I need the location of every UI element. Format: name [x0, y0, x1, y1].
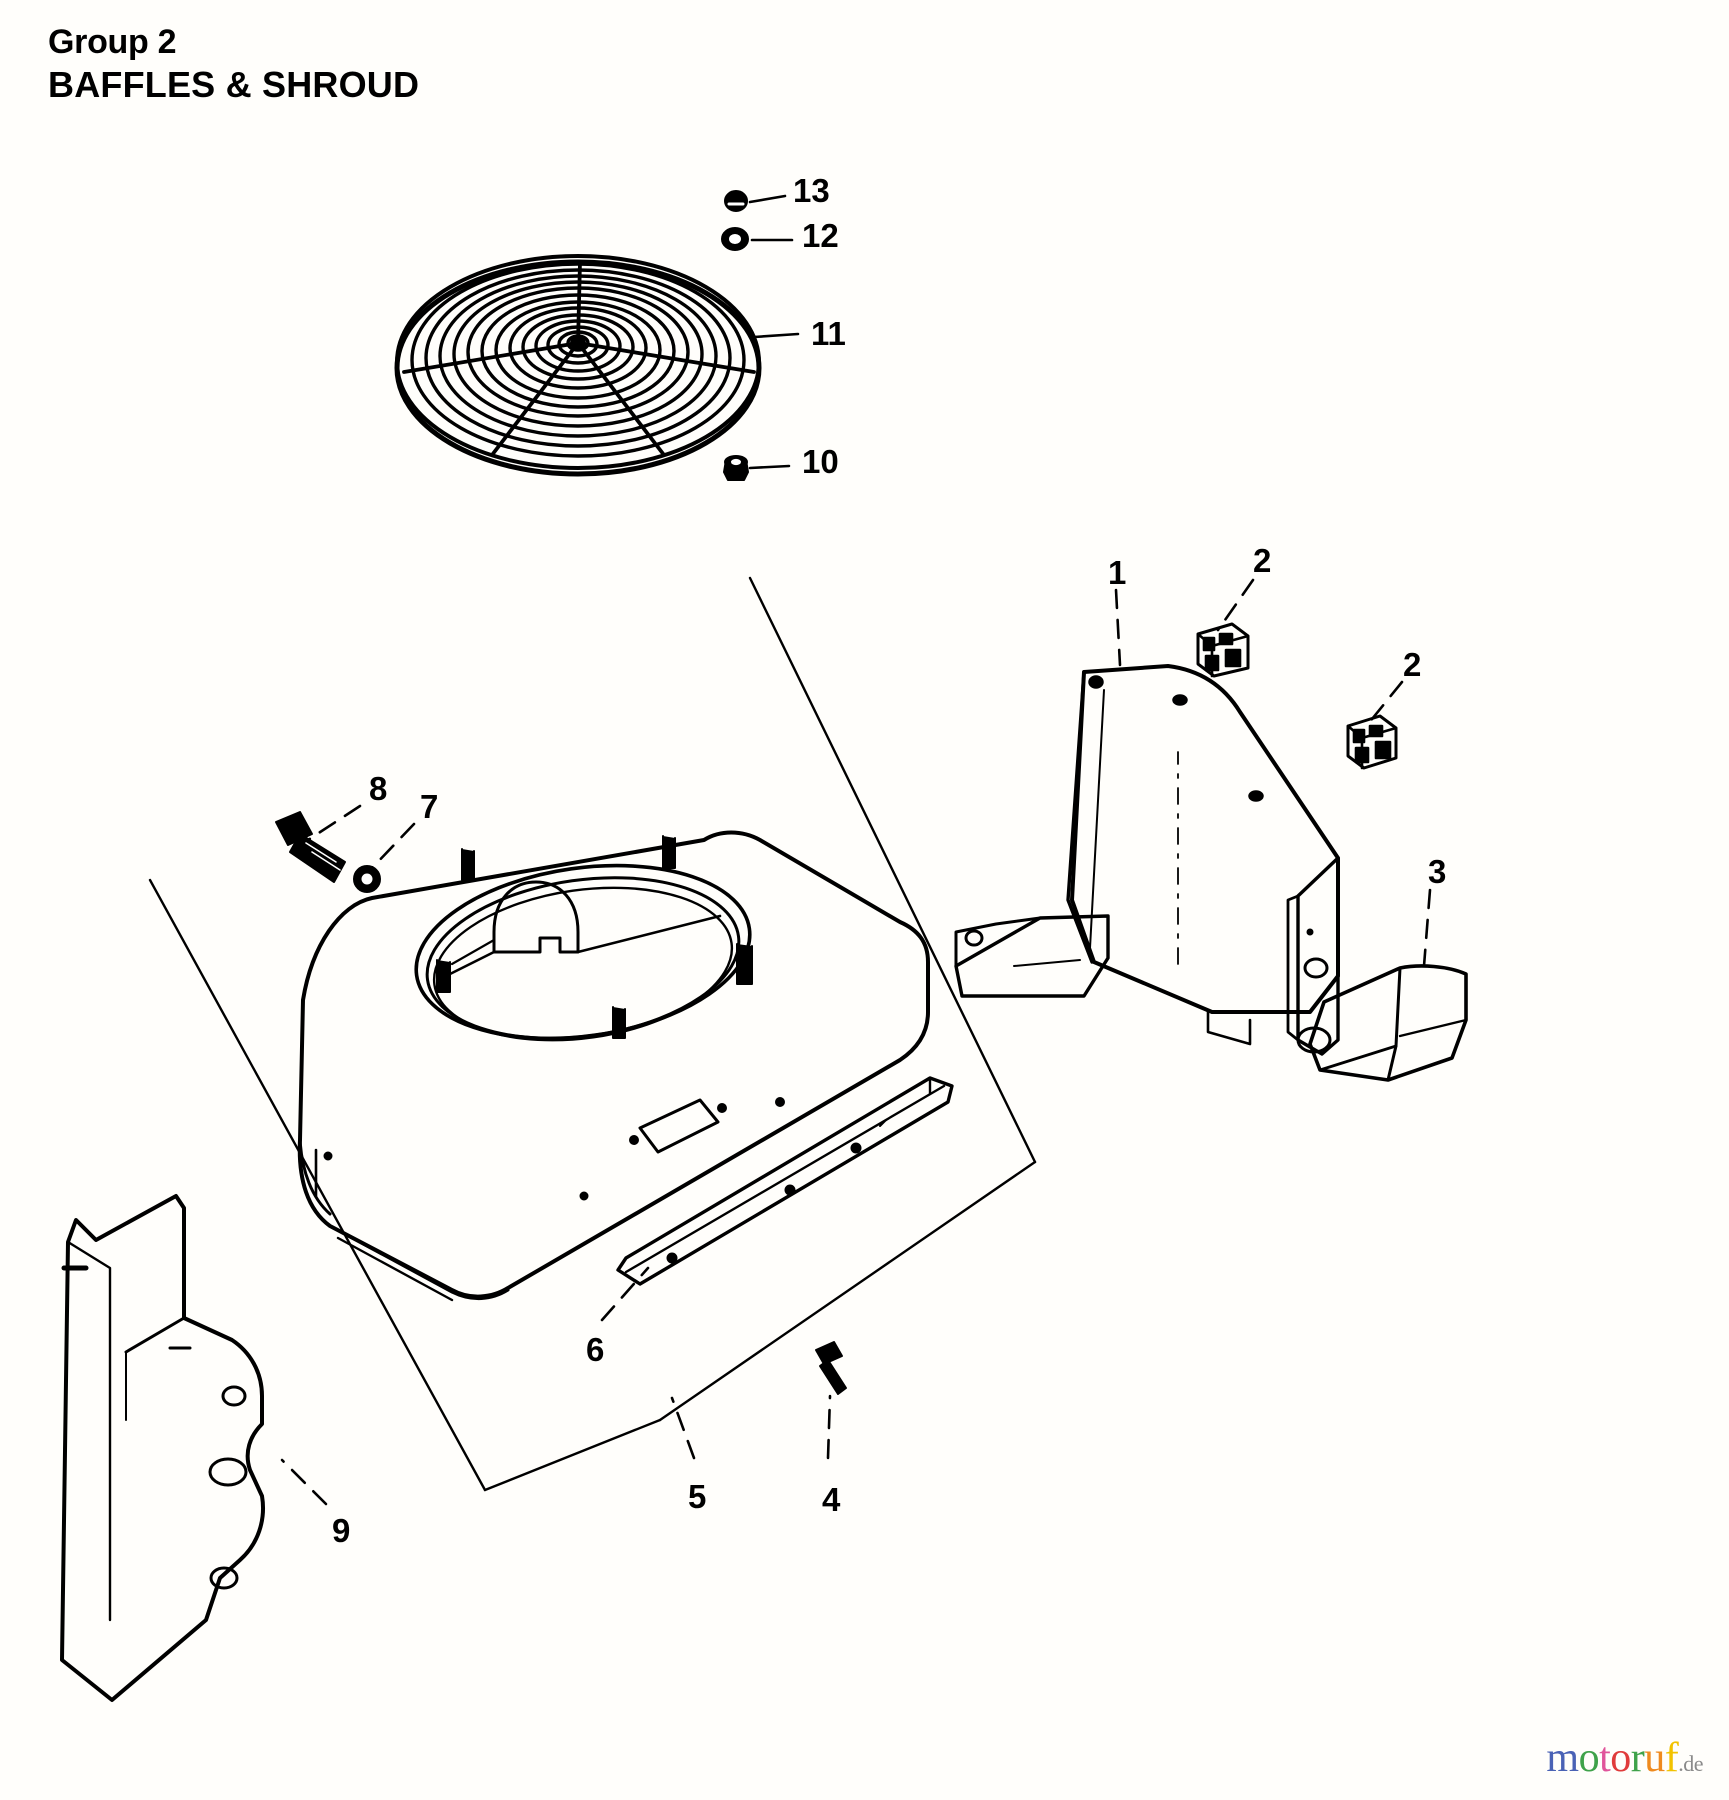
watermark-letter: o	[1578, 1735, 1600, 1781]
hex-bolt-8-part	[275, 811, 346, 883]
callout-2-lower[interactable]: 2	[1403, 646, 1422, 683]
blower-housing-part	[297, 830, 930, 1302]
callout-3[interactable]: 3	[1428, 853, 1447, 890]
callout-11[interactable]: 11	[811, 315, 846, 352]
nut-10-part	[723, 455, 749, 481]
baffle-foot-plate	[954, 914, 1110, 998]
callout-4[interactable]: 4	[822, 1481, 841, 1518]
watermark-suffix: .de	[1678, 1751, 1703, 1776]
baffle-bracket-part	[1308, 964, 1468, 1082]
page-title: BAFFLES & SHROUD	[48, 64, 420, 106]
title-block: Group 2 BAFFLES & SHROUD	[48, 22, 419, 107]
shroud-rail-part	[616, 1076, 954, 1286]
callout-leader-lines	[748, 194, 800, 470]
watermark-letter: f	[1664, 1735, 1679, 1781]
callout-leader-dashed	[280, 578, 1432, 1506]
watermark-letter: u	[1644, 1735, 1665, 1781]
grille-screen-part	[394, 254, 762, 477]
screw-4-part	[815, 1341, 847, 1395]
callout-1[interactable]: 1	[1108, 554, 1127, 591]
callout-5[interactable]: 5	[688, 1478, 707, 1515]
assembly-reference-lines	[148, 576, 1037, 1492]
washer-12-part	[721, 227, 749, 251]
lock-washer-7-part	[353, 865, 381, 893]
callout-9[interactable]: 9	[332, 1512, 351, 1549]
watermark-letter: m	[1546, 1735, 1579, 1781]
callout-8[interactable]: 8	[369, 770, 388, 807]
watermark-letter: t	[1599, 1735, 1611, 1781]
clip-nut-2a-part	[1196, 622, 1250, 678]
callout-2-upper[interactable]: 2	[1253, 542, 1272, 579]
screw-13-part	[724, 190, 748, 212]
watermark-letter: r	[1630, 1735, 1645, 1781]
watermark-letter: o	[1610, 1735, 1631, 1781]
group-label: Group 2	[48, 23, 177, 61]
callout-6[interactable]: 6	[586, 1331, 605, 1368]
callout-12[interactable]: 12	[802, 217, 839, 254]
baffle-panel-right-part	[1066, 664, 1340, 1056]
callout-10[interactable]: 10	[802, 443, 839, 480]
motoruf-watermark: motoruf.de	[1546, 1734, 1703, 1782]
callout-13[interactable]: 13	[793, 172, 830, 209]
callout-7[interactable]: 7	[420, 788, 439, 825]
baffle-panel-left-part	[60, 1194, 265, 1702]
clip-nut-2b-part	[1346, 714, 1398, 770]
